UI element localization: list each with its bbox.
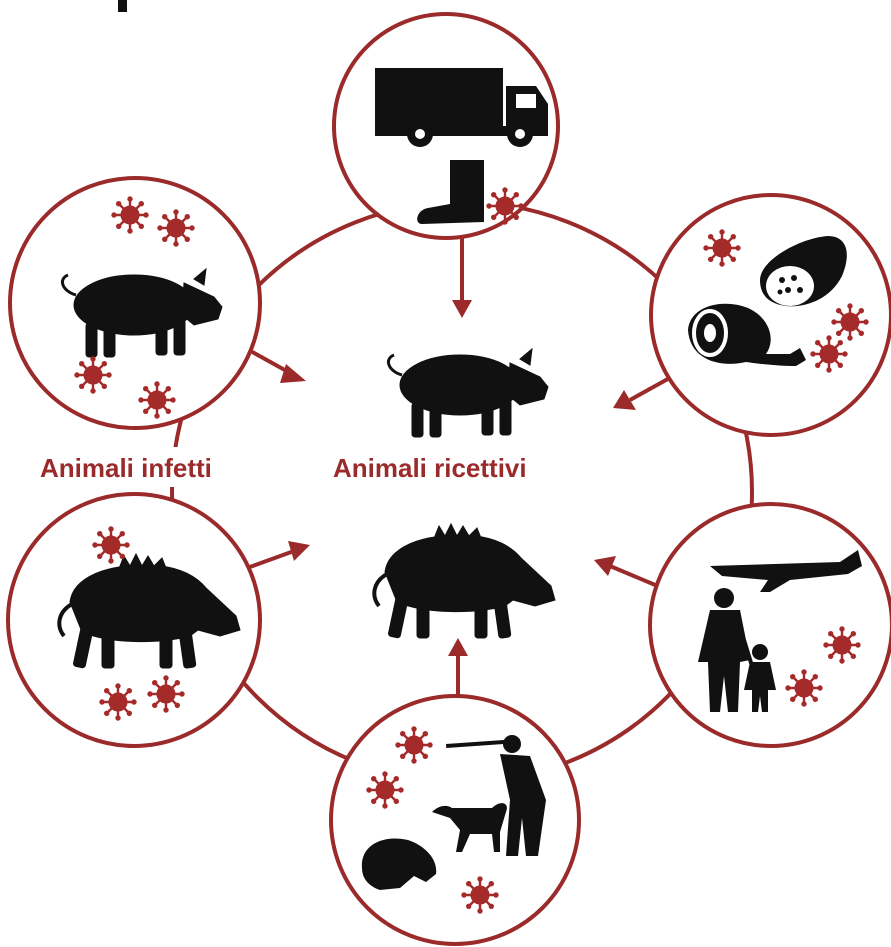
airplane-icon — [710, 550, 862, 592]
travellers-icon — [698, 588, 776, 712]
truck-icon — [375, 68, 548, 147]
virus-icon — [365, 770, 405, 810]
dead-boar-icon — [361, 838, 437, 890]
boot-icon — [417, 160, 484, 224]
label-infected-animals: Animali infetti — [40, 453, 212, 483]
virus-icon — [146, 674, 186, 714]
virus-icon — [784, 668, 824, 708]
virus-icon — [98, 682, 138, 722]
node-lower-right — [648, 502, 891, 748]
label-receptive-animals: Animali ricettivi — [333, 453, 527, 483]
virus-icon — [73, 355, 113, 395]
virus-icon — [460, 875, 500, 915]
virus-icon — [91, 525, 131, 565]
virus-icon — [830, 302, 870, 342]
center-wild-boar-icon — [372, 522, 557, 641]
corner-marker — [118, 0, 127, 12]
arrow-lower-right — [594, 556, 661, 589]
virus-icon — [394, 725, 434, 765]
transmission-arrows — [235, 236, 685, 720]
hunting-dog-icon — [432, 803, 507, 852]
center-pig-icon — [386, 347, 550, 439]
ham-icon — [688, 303, 806, 366]
hunter-icon — [446, 735, 546, 856]
virus-icon — [137, 380, 177, 420]
virus-icon — [110, 195, 150, 235]
salami-icon — [760, 236, 847, 307]
virus-icon — [485, 186, 525, 226]
virus-icon — [156, 208, 196, 248]
virus-icon — [702, 228, 742, 268]
virus-icon — [822, 625, 862, 665]
virus-icon — [809, 334, 849, 374]
arrow-top — [452, 236, 472, 318]
